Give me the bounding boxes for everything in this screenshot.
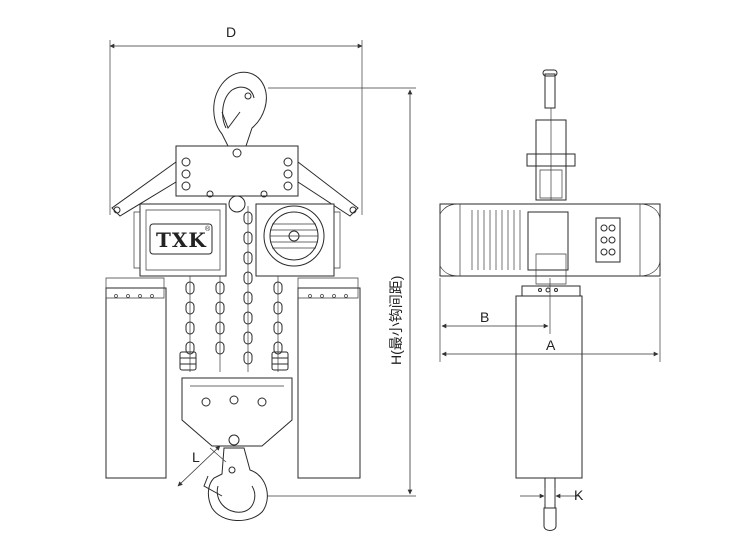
top-hook — [213, 71, 267, 147]
load-chains — [179, 206, 289, 372]
side-chain-bag — [515, 285, 583, 479]
top-bracket — [111, 145, 359, 217]
dimension-h: H(最小钩间距) — [266, 87, 416, 497]
dimension-b: B — [439, 278, 551, 334]
bottom-block — [181, 377, 293, 447]
label-h: H(最小钩间距) — [388, 276, 404, 365]
label-l: L — [192, 449, 200, 465]
gearbox-left: TXK ® — [133, 203, 227, 277]
chain-bags — [105, 277, 361, 479]
side-top-hook — [526, 69, 576, 201]
bottom-hook — [203, 447, 268, 521]
front-view: D H(最小钩间距) — [105, 24, 416, 521]
side-main-body — [439, 203, 661, 285]
side-view: B A K — [439, 69, 661, 531]
label-k: K — [574, 487, 584, 503]
dimension-a: A — [439, 278, 661, 362]
label-b: B — [480, 309, 489, 325]
label-d: D — [226, 24, 236, 40]
brand-logo: TXK — [156, 228, 207, 252]
logo-plate — [149, 223, 213, 255]
motor-right — [255, 203, 341, 277]
dimension-k: K — [520, 487, 584, 504]
dimension-d: D — [109, 24, 363, 215]
registered-mark: ® — [205, 225, 211, 233]
label-a: A — [546, 337, 556, 353]
side-bottom-hook — [543, 477, 557, 531]
dimension-l: L — [177, 445, 227, 487]
